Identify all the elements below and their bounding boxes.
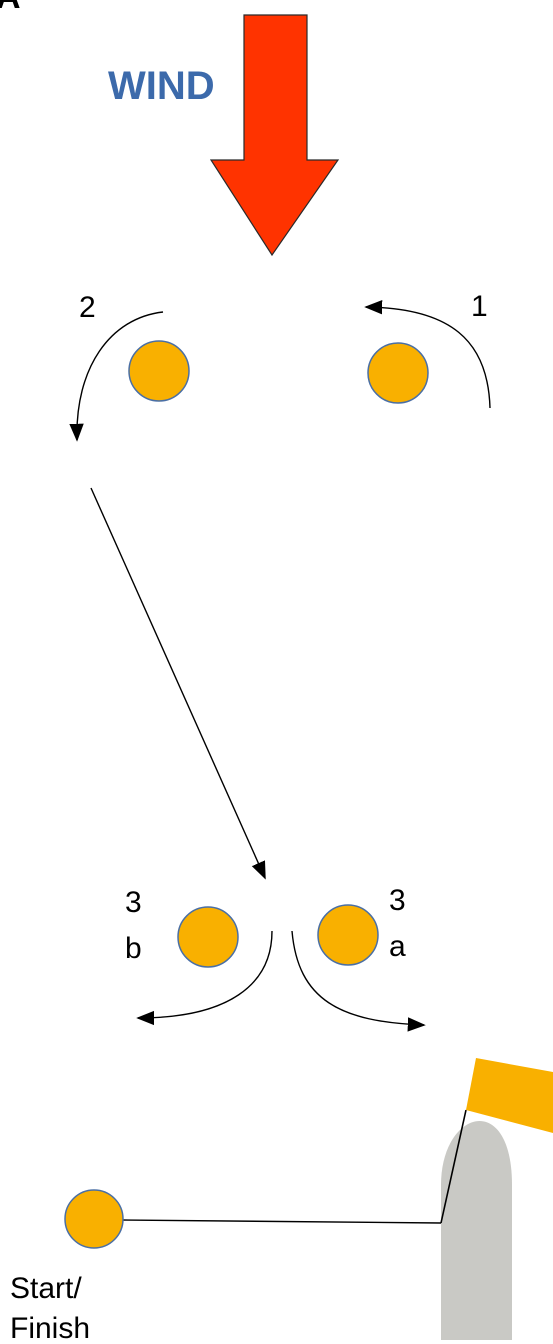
mark-2-label: 2 bbox=[79, 291, 96, 324]
start-finish-label-line2: Finish bbox=[10, 1312, 90, 1344]
mark-2-rounding-arrow bbox=[69, 311, 164, 442]
panel-label: A bbox=[0, 0, 21, 16]
wind-label: WIND bbox=[108, 64, 215, 108]
start-pin-buoy bbox=[64, 1189, 124, 1249]
committee-boat-icon bbox=[440, 1058, 553, 1340]
mark-1-rounding-arrow bbox=[364, 299, 491, 409]
mark-3b-rounding-arrow bbox=[136, 930, 273, 1026]
start-finish-line bbox=[121, 1219, 442, 1224]
wind-arrow-icon bbox=[209, 14, 340, 257]
mark-3b-label-line2: b bbox=[125, 932, 142, 965]
mark-2-buoy bbox=[128, 340, 190, 402]
downwind-leg-arrow bbox=[90, 487, 266, 880]
mark-1-label: 1 bbox=[471, 290, 488, 323]
mark-3b-buoy bbox=[177, 906, 239, 968]
mark-3a-buoy bbox=[317, 904, 379, 966]
mark-3a-rounding-arrow bbox=[291, 930, 426, 1032]
mark-3a-label-line1: 3 bbox=[389, 884, 406, 917]
mark-3a-label-line2: a bbox=[389, 930, 406, 963]
mark-1-buoy bbox=[367, 342, 429, 404]
start-finish-label-line1: Start/ bbox=[10, 1272, 82, 1305]
mark-3b-label-line1: 3 bbox=[125, 886, 142, 919]
